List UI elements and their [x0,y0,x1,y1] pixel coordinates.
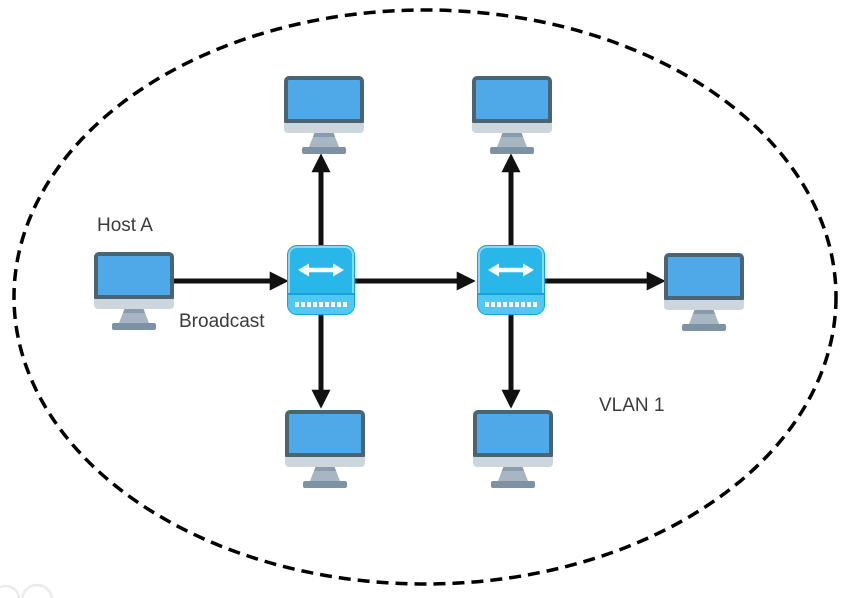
monitor-icon-top-right [472,76,552,154]
monitor-screen [285,410,365,457]
vlan-boundary-ellipse [12,8,838,586]
switch-port-dot [509,302,513,307]
switch-ports [478,295,544,314]
switch-port-dot [307,302,311,307]
monitor-icon-right [664,253,744,331]
monitor-stand [309,133,339,147]
host-a-label: Host A [97,215,153,236]
switch-port-dot [343,302,347,307]
monitor-chin [664,300,744,310]
monitor-chin [473,457,553,467]
switch-2-icon [477,245,545,315]
monitor-base [491,481,535,488]
vlan-1-label: VLAN 1 [599,395,665,416]
monitor-base [490,147,534,154]
switch-port-dot [515,302,519,307]
monitor-screen [94,252,174,299]
monitor-chin [285,457,365,467]
switch-port-dot [521,302,525,307]
switch-face [288,246,354,295]
double-horizontal-arrow-icon [488,262,534,278]
switch-port-dot [497,302,501,307]
switch-1-icon [287,245,355,315]
zoom-control-watermark-icon [0,584,21,598]
switch-port-dot [503,302,507,307]
monitor-chin [472,123,552,133]
switch-port-dot [491,302,495,307]
switch-port-dot [319,302,323,307]
monitor-base [112,323,156,330]
monitor-stand [497,133,527,147]
monitor-base [682,324,726,331]
switch-port-dot [301,302,305,307]
monitor-icon-host-a [94,252,174,330]
switch-port-dot [527,302,531,307]
monitor-base [302,147,346,154]
monitor-icon-top-left [284,76,364,154]
switch-port-dot [485,302,489,307]
monitor-stand [498,467,528,481]
double-horizontal-arrow-icon [298,262,344,278]
switch-ports [288,295,354,314]
monitor-chin [284,123,364,133]
switch-port-dot [331,302,335,307]
monitor-screen [472,76,552,123]
monitor-stand [310,467,340,481]
switch-port-dot [295,302,299,307]
monitor-icon-bottom-right [473,410,553,488]
monitor-screen [664,253,744,300]
switch-port-dot [325,302,329,307]
switch-port-dot [337,302,341,307]
monitor-base [303,481,347,488]
monitor-chin [94,299,174,309]
broadcast-label: Broadcast [179,311,265,332]
monitor-screen [284,76,364,123]
monitor-stand [689,310,719,324]
monitor-stand [119,309,149,323]
monitor-screen [473,410,553,457]
switch-face [478,246,544,295]
zoom-control-watermark-icon [20,583,54,598]
switch-port-dot [313,302,317,307]
switch-port-dot [533,302,537,307]
monitor-icon-bottom-left [285,410,365,488]
